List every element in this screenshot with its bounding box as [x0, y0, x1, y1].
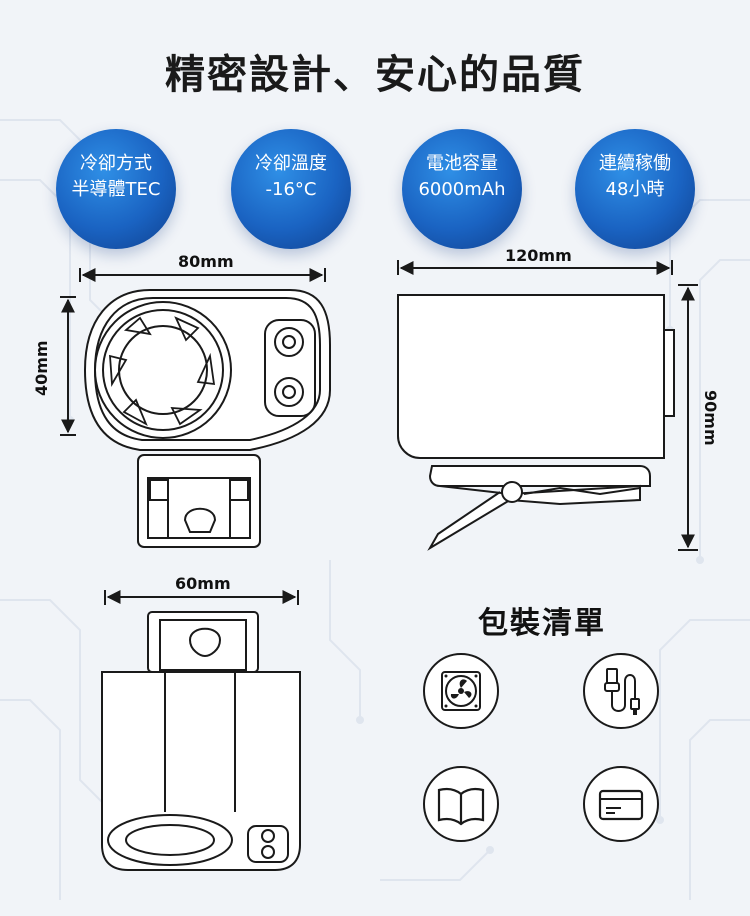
- card-icon: [583, 766, 659, 842]
- spec-value: 半導體TEC: [71, 179, 161, 200]
- usb-cable-icon: [583, 653, 659, 729]
- dimension-front-height: 40mm: [32, 340, 51, 396]
- spec-label: 電池容量: [426, 153, 498, 174]
- page-title: 精密設計、安心的品質: [165, 52, 585, 98]
- spec-value: -16°C: [265, 179, 317, 200]
- spec-value: 6000mAh: [418, 179, 506, 200]
- dimension-bottom-width: 60mm: [175, 574, 231, 593]
- spec-badge-cooling-method: 冷卻方式 半導體TEC: [56, 129, 176, 249]
- spec-label: 冷卻方式: [80, 153, 152, 174]
- spec-label: 冷卻溫度: [255, 153, 327, 174]
- bottom-view-drawing: [101, 590, 301, 871]
- spec-value: 48小時: [605, 179, 665, 200]
- dimension-front-width: 80mm: [178, 252, 234, 271]
- side-view-drawing: [397, 260, 698, 551]
- package-list-title: 包裝清單: [478, 606, 606, 641]
- fan-icon: [423, 653, 499, 729]
- spec-badge-cooling-temperature: 冷卻溫度 -16°C: [231, 129, 351, 249]
- front-view-drawing: [60, 268, 331, 548]
- spec-label: 連續稼働: [599, 153, 671, 174]
- spec-badge-battery-capacity: 電池容量 6000mAh: [402, 129, 522, 249]
- dimension-side-height: 90mm: [701, 390, 720, 446]
- dimension-side-width: 120mm: [505, 246, 572, 265]
- spec-badge-runtime: 連續稼働 48小時: [575, 129, 695, 249]
- manual-book-icon: [423, 766, 499, 842]
